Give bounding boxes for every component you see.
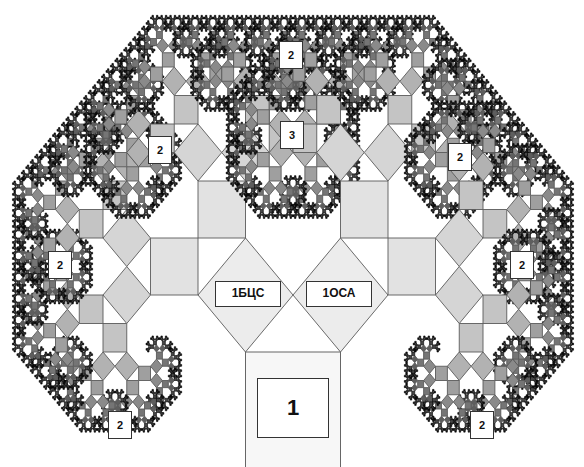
canvas: 2322221БЦС1ОСА122 — [0, 0, 584, 467]
